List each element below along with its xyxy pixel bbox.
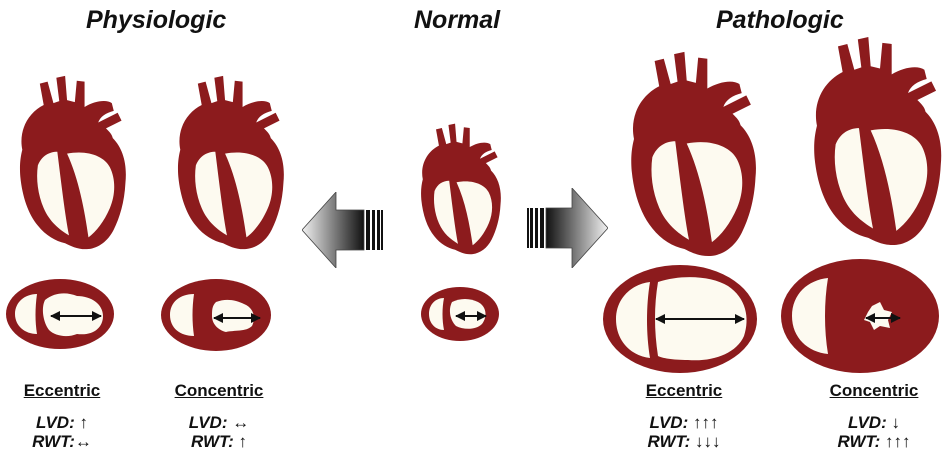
rwt-label: RWT: bbox=[837, 432, 880, 451]
heart-physiologic-eccentric bbox=[8, 70, 130, 250]
lvd-symbol: ↑↑↑ bbox=[693, 413, 719, 432]
arrow-right bbox=[526, 188, 608, 273]
rwt-symbol: ↔ bbox=[75, 432, 92, 451]
heart-pathologic-eccentric bbox=[608, 45, 770, 257]
rwt-row: RWT: ↑ bbox=[163, 432, 275, 451]
lvd-symbol: ↑ bbox=[79, 413, 88, 432]
cross-section-physiologic-eccentric bbox=[5, 278, 115, 350]
caption-physiologic-concentric: Concentric LVD: ↔ RWT: ↑ bbox=[163, 381, 275, 451]
heart-normal bbox=[414, 112, 502, 262]
lvd-row: LVD: ↑ bbox=[6, 413, 118, 432]
rwt-symbol: ↑↑↑ bbox=[885, 432, 911, 451]
rwt-row: RWT:↔ bbox=[6, 432, 118, 451]
rwt-label: RWT: bbox=[191, 432, 234, 451]
rwt-label: RWT: bbox=[647, 432, 690, 451]
cross-section-physiologic-concentric bbox=[160, 278, 272, 352]
caption-pathologic-eccentric: Eccentric LVD: ↑↑↑ RWT: ↓↓↓ bbox=[628, 381, 740, 451]
caption-physiologic-eccentric: Eccentric LVD: ↑ RWT:↔ bbox=[6, 381, 118, 451]
cross-section-pathologic-concentric bbox=[780, 258, 940, 374]
lvd-label: LVD: bbox=[848, 413, 887, 432]
lvd-row: LVD: ↑↑↑ bbox=[628, 413, 740, 432]
heart-pathologic-concentric bbox=[792, 30, 943, 246]
cross-section-normal bbox=[420, 286, 500, 342]
rwt-label: RWT: bbox=[32, 432, 75, 451]
rwt-symbol: ↑ bbox=[239, 432, 248, 451]
rwt-row: RWT: ↑↑↑ bbox=[816, 432, 932, 451]
caption-type: Eccentric bbox=[628, 381, 740, 401]
heading-normal: Normal bbox=[414, 6, 500, 35]
caption-type: Concentric bbox=[816, 381, 932, 401]
lvd-row: LVD: ↔ bbox=[163, 413, 275, 432]
heart-physiologic-concentric bbox=[166, 70, 288, 250]
lvd-label: LVD: bbox=[36, 413, 75, 432]
lvd-symbol: ↓ bbox=[891, 413, 900, 432]
rwt-row: RWT: ↓↓↓ bbox=[628, 432, 740, 451]
caption-type: Concentric bbox=[163, 381, 275, 401]
lvd-row: LVD: ↓ bbox=[816, 413, 932, 432]
cross-section-pathologic-eccentric bbox=[602, 264, 758, 374]
rwt-symbol: ↓↓↓ bbox=[695, 432, 721, 451]
heading-physiologic: Physiologic bbox=[86, 6, 226, 35]
lvd-symbol: ↔ bbox=[232, 413, 249, 432]
caption-pathologic-concentric: Concentric LVD: ↓ RWT: ↑↑↑ bbox=[816, 381, 932, 451]
lvd-label: LVD: bbox=[650, 413, 689, 432]
caption-type: Eccentric bbox=[6, 381, 118, 401]
arrow-left bbox=[302, 192, 384, 273]
lvd-label: LVD: bbox=[189, 413, 228, 432]
